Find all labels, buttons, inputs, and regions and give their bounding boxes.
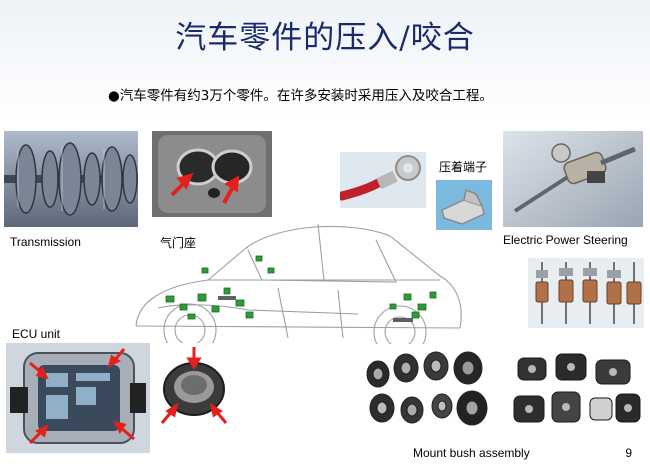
crimp-terminal-photo-1 [340, 152, 426, 208]
eps-photo [503, 131, 643, 227]
crimp-terminal-caption: 压着端子 [439, 160, 488, 174]
crimp-terminal-photo-2 [436, 180, 492, 230]
bullet-text: ●汽车零件有约3万个零件。在许多安装时采用压入及咬合工程。 [108, 88, 493, 104]
mount-bush-photo-2 [508, 344, 644, 436]
slide-header-background [0, 0, 650, 120]
ecu-caption: ECU unit [12, 327, 61, 341]
mount-bush-caption: Mount bush assembly [413, 446, 530, 460]
transmission-caption: Transmission [10, 235, 81, 249]
valve-seat-photo [152, 131, 272, 217]
armature-photo [528, 258, 644, 328]
eps-caption: Electric Power Steering [503, 233, 628, 247]
valve-seat-caption: 气门座 [160, 236, 197, 250]
slide-title: 汽车零件的压入/咬合 [175, 20, 475, 56]
bearing-photo [158, 343, 230, 453]
transmission-photo [4, 131, 138, 227]
page-number: 9 [625, 446, 632, 460]
car-wireframe-illustration [128, 208, 468, 378]
ecu-unit-photo [6, 343, 150, 453]
mount-bush-photo-1 [358, 344, 498, 436]
